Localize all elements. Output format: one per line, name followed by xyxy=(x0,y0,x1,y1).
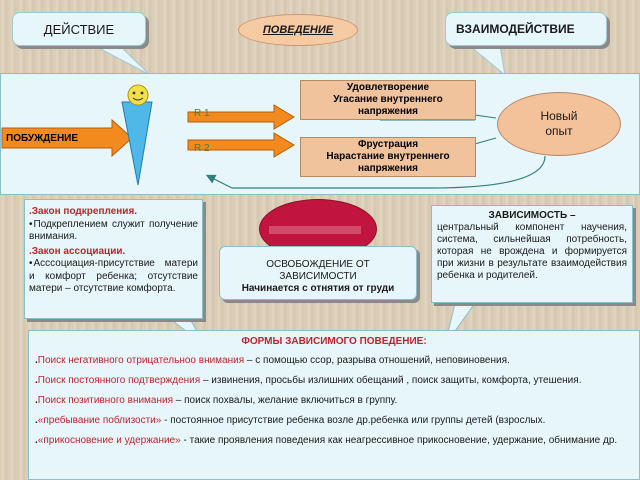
action-label: ДЕЙСТВИЕ xyxy=(43,21,115,37)
new-experience-oval: Новый опыт xyxy=(497,92,621,156)
behavior-title: ПОВЕДЕНИЕ xyxy=(262,24,334,36)
callout-tail-right xyxy=(468,45,506,77)
satisfaction-line-2: Угасание внутреннего xyxy=(333,94,443,105)
motivation-arrow xyxy=(1,118,133,158)
satisfaction-line-3: напряжения xyxy=(358,106,418,117)
law-reinforcement-title: .Закон подкрепления. xyxy=(29,206,138,217)
dependency-title: ЗАВИСИМОСТЬ – xyxy=(488,210,576,221)
frustration-box: Фрустрация Нарастание внутреннего напряж… xyxy=(300,137,476,177)
r1-label: R 1 xyxy=(194,108,210,119)
satisfaction-line-1: Удовлетворение xyxy=(346,82,430,93)
feedback-line xyxy=(232,155,546,189)
action-callout: ДЕЙСТВИЕ xyxy=(12,12,146,46)
release-oval-stripe xyxy=(269,226,361,234)
list-item: .«пребывание поблизости» - постоянное пр… xyxy=(35,415,546,426)
release-callout: ОСВОБОЖДЕНИЕ ОТ ЗАВИСИМОСТИ Начинается с… xyxy=(219,246,417,300)
list-item: .Поиск постоянного подтверждения – извин… xyxy=(35,375,582,386)
law-association-text: Асссоциация-присутствие матери и комфорт… xyxy=(29,258,198,296)
forms-title: ФОРМЫ ЗАВИСИМОГО ПОВЕДЕНИЕ: xyxy=(241,336,427,347)
r2-label: R 2 xyxy=(194,143,210,154)
new-experience-line-2: опыт xyxy=(545,124,573,138)
law-reinforcement-text: Подкреплением служит получение внимания. xyxy=(29,219,198,244)
new-experience-line-1: Новый xyxy=(540,109,578,123)
release-line-1: ОСВОБОЖДЕНИЕ ОТ xyxy=(266,259,370,270)
behavior-title-oval: ПОВЕДЕНИЕ xyxy=(238,14,358,46)
frustration-line-1: Фрустрация xyxy=(357,139,419,150)
satisfaction-box: Удовлетворение Угасание внутреннего напр… xyxy=(300,80,476,120)
dependency-text: центральный компонент научения, система,… xyxy=(437,222,627,281)
feedback-arrowhead xyxy=(205,174,233,189)
list-item: .Поиск негативного отрицательноо внимани… xyxy=(35,355,510,366)
dependency-box: ЗАВИСИМОСТЬ – центральный компонент науч… xyxy=(431,205,633,303)
release-line-3: Начинается с отнятия от груди xyxy=(241,283,395,294)
interaction-label: ВЗАИМОДЕЙСТВИЕ xyxy=(456,22,575,36)
frustration-line-2: Нарастание внутреннего xyxy=(326,151,450,162)
r2-arrow xyxy=(187,132,295,158)
release-line-2: ЗАВИСИМОСТИ xyxy=(279,271,357,282)
interaction-callout: ВЗАИМОДЕЙСТВИЕ xyxy=(445,12,607,46)
smiley-face-icon xyxy=(127,84,149,106)
laws-box: .Закон подкрепления. Подкреплением служи… xyxy=(24,199,203,319)
dependent-behavior-forms-box: ФОРМЫ ЗАВИСИМОГО ПОВЕДЕНИЕ: .Поиск негат… xyxy=(28,330,640,480)
motivation-label: ПОБУЖДЕНИЕ xyxy=(6,133,79,144)
r1-arrow xyxy=(187,104,295,130)
frustration-line-3: напряжения xyxy=(358,163,418,174)
list-item: .Поиск позитивного внимания – поиск похв… xyxy=(35,395,398,406)
callout-tail-left xyxy=(94,45,151,76)
law-association-title: .Закон ассоциации. xyxy=(29,245,126,257)
list-item: .«прикосновение и удержание» - такие про… xyxy=(35,435,618,446)
